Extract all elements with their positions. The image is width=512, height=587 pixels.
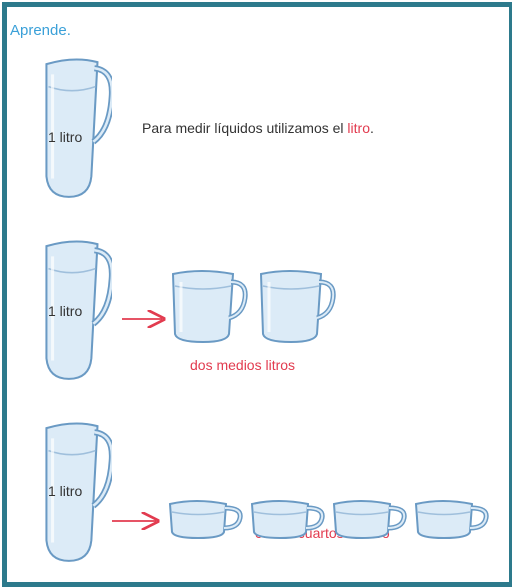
jug-label-3: 1 litro (48, 483, 82, 499)
quarter-liter-cup-icon (252, 501, 322, 538)
jug-label-2: 1 litro (48, 303, 82, 319)
half-liter-jug-icon (173, 271, 245, 342)
quarter-liter-cup-icon (416, 501, 486, 538)
quarter-liter-cup-icon (334, 501, 404, 538)
jug-label-1: 1 litro (48, 129, 82, 145)
quarter-liter-cup-icon (170, 501, 240, 538)
half-liter-jug-icon (261, 271, 333, 342)
